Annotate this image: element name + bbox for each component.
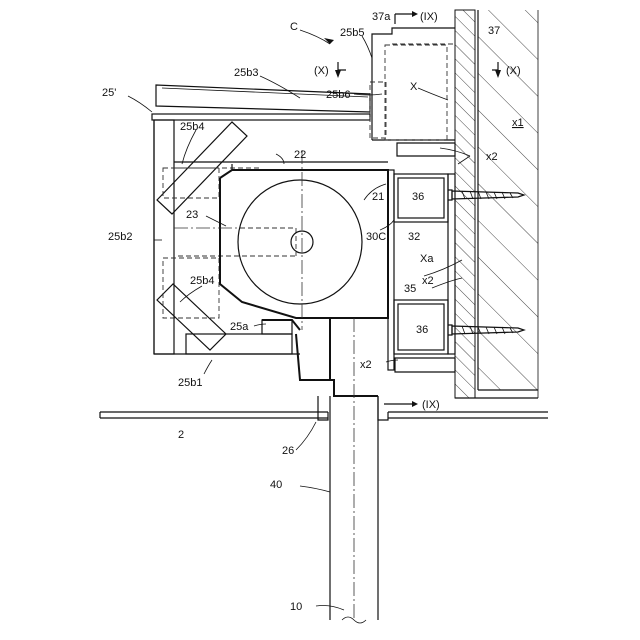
label-25b2: 25b2 (108, 231, 132, 243)
label-X: X (410, 81, 418, 93)
label-23: 23 (186, 209, 198, 221)
label-32: 32 (408, 231, 420, 243)
label-25b5: 25b5 (340, 27, 364, 39)
label-C: C (290, 21, 298, 33)
drum-21 (174, 150, 362, 330)
label-2: 2 (178, 429, 184, 441)
section-markers (335, 11, 501, 407)
label-IX-bottom: (IX) (422, 399, 440, 411)
label-37a: 37a (372, 11, 391, 23)
label-22: 22 (294, 149, 306, 161)
label-21: 21 (372, 191, 384, 203)
label-x2-mid: x2 (422, 275, 434, 287)
label-x2-bot: x2 (360, 359, 372, 371)
label-25b1: 25b1 (178, 377, 202, 389)
label-40: 40 (270, 479, 282, 491)
ceiling-panel (100, 412, 548, 418)
label-X-right: (X) (506, 65, 521, 77)
label-36-bot: 36 (416, 324, 428, 336)
casing-22 (174, 162, 388, 380)
label-25b6: 25b6 (326, 89, 350, 101)
hidden-lines (163, 168, 296, 318)
label-IX-top: (IX) (420, 11, 438, 23)
label-x2-top: x2 (486, 151, 498, 163)
label-Xa: Xa (420, 253, 434, 265)
label-10: 10 (290, 601, 302, 613)
label-25-prime: 25' (102, 87, 116, 99)
label-25b4-top: 25b4 (180, 121, 204, 133)
label-25b3: 25b3 (234, 67, 258, 79)
leader-lines (128, 30, 470, 610)
label-x1: x1 (512, 117, 524, 129)
wall (455, 10, 538, 398)
label-25b4-bot: 25b4 (190, 275, 214, 287)
label-30C: 30C (366, 231, 386, 243)
label-25a: 25a (230, 321, 249, 333)
bracket-25b4-lower (157, 284, 226, 350)
label-36-top: 36 (412, 191, 424, 203)
label-37: 37 (488, 25, 500, 37)
label-X-left: (X) (314, 65, 329, 77)
label-26: 26 (282, 445, 294, 457)
label-35: 35 (404, 283, 416, 295)
